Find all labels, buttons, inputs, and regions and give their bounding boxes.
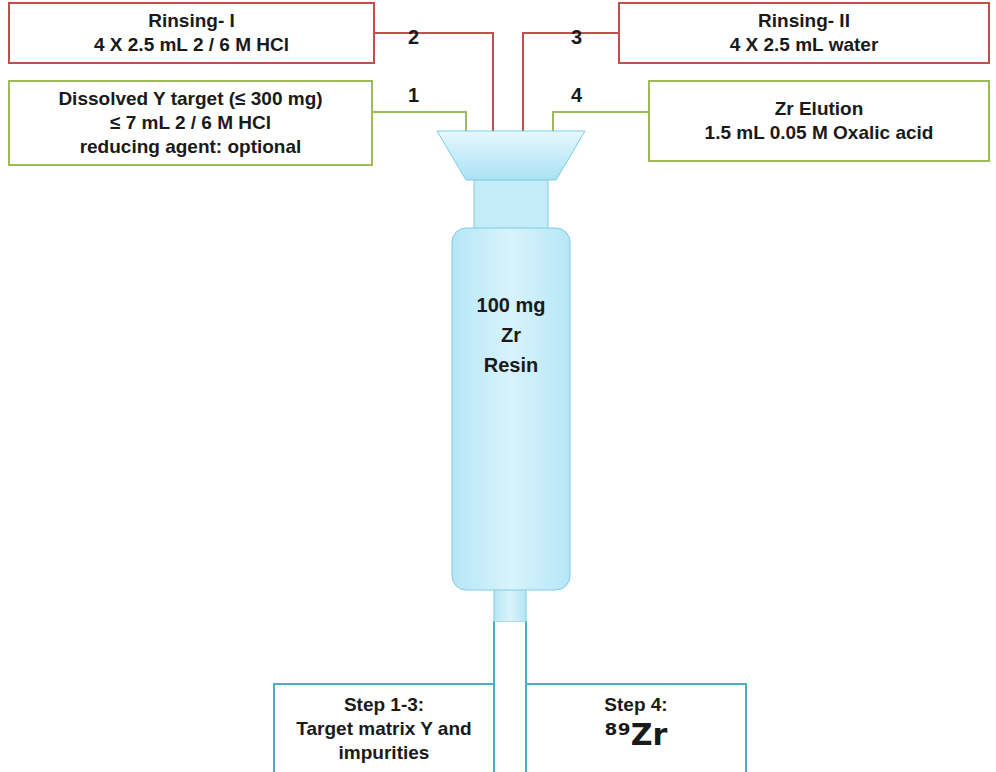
box-text: ≤ 7 mL 2 / 6 M HCl <box>110 111 271 135</box>
box-text: 4 X 2.5 mL 2 / 6 M HCl <box>94 33 289 57</box>
box-heading: Rinsing- II <box>758 9 850 33</box>
rinse-box: Rinsing- II4 X 2.5 mL water <box>618 2 990 64</box>
output-box: Step 1-3:Target matrix Y and impurities <box>273 683 495 772</box>
box-text: Zr <box>501 320 521 350</box>
box-text: 4 X 2.5 mL water <box>730 33 879 57</box>
callout-number: 2 <box>408 26 419 49</box>
box-heading: Rinsing- I <box>148 9 235 33</box>
connector-line <box>372 112 466 131</box>
box-text: reducing agent: optional <box>80 135 302 159</box>
callout-number: 1 <box>408 84 419 107</box>
funnel-neck <box>474 176 548 232</box>
box-heading: Step 1-3: <box>344 693 424 717</box>
column-outlet <box>494 585 526 622</box>
box-text: Resin <box>484 350 538 380</box>
box-text: 1.5 mL 0.05 M Oxalic acid <box>705 121 934 145</box>
resin-column: 100 mgZrResin <box>436 130 586 622</box>
rinse-box: Rinsing- I4 X 2.5 mL 2 / 6 M HCl <box>8 2 375 64</box>
box-text: ⁸⁹Zr <box>605 717 668 753</box>
funnel <box>437 131 585 180</box>
connector-line <box>374 33 493 131</box>
box-heading: Zr Elution <box>775 97 864 121</box>
box-heading: Step 4: <box>604 693 667 717</box>
output-box: Step 4:⁸⁹Zr <box>525 683 747 772</box>
elution-box: Zr Elution1.5 mL 0.05 M Oxalic acid <box>648 80 990 162</box>
column-label: 100 mgZrResin <box>452 290 570 380</box>
callout-number: 4 <box>571 84 582 107</box>
callout-number: 3 <box>571 26 582 49</box>
box-heading: Dissolved Y target (≤ 300 mg) <box>58 87 322 111</box>
connector-line <box>553 112 649 131</box>
column-body <box>452 228 570 590</box>
box-text: Target matrix Y and impurities <box>289 717 479 765</box>
box-heading: 100 mg <box>477 290 546 320</box>
load-box: Dissolved Y target (≤ 300 mg)≤ 7 mL 2 / … <box>8 80 373 166</box>
